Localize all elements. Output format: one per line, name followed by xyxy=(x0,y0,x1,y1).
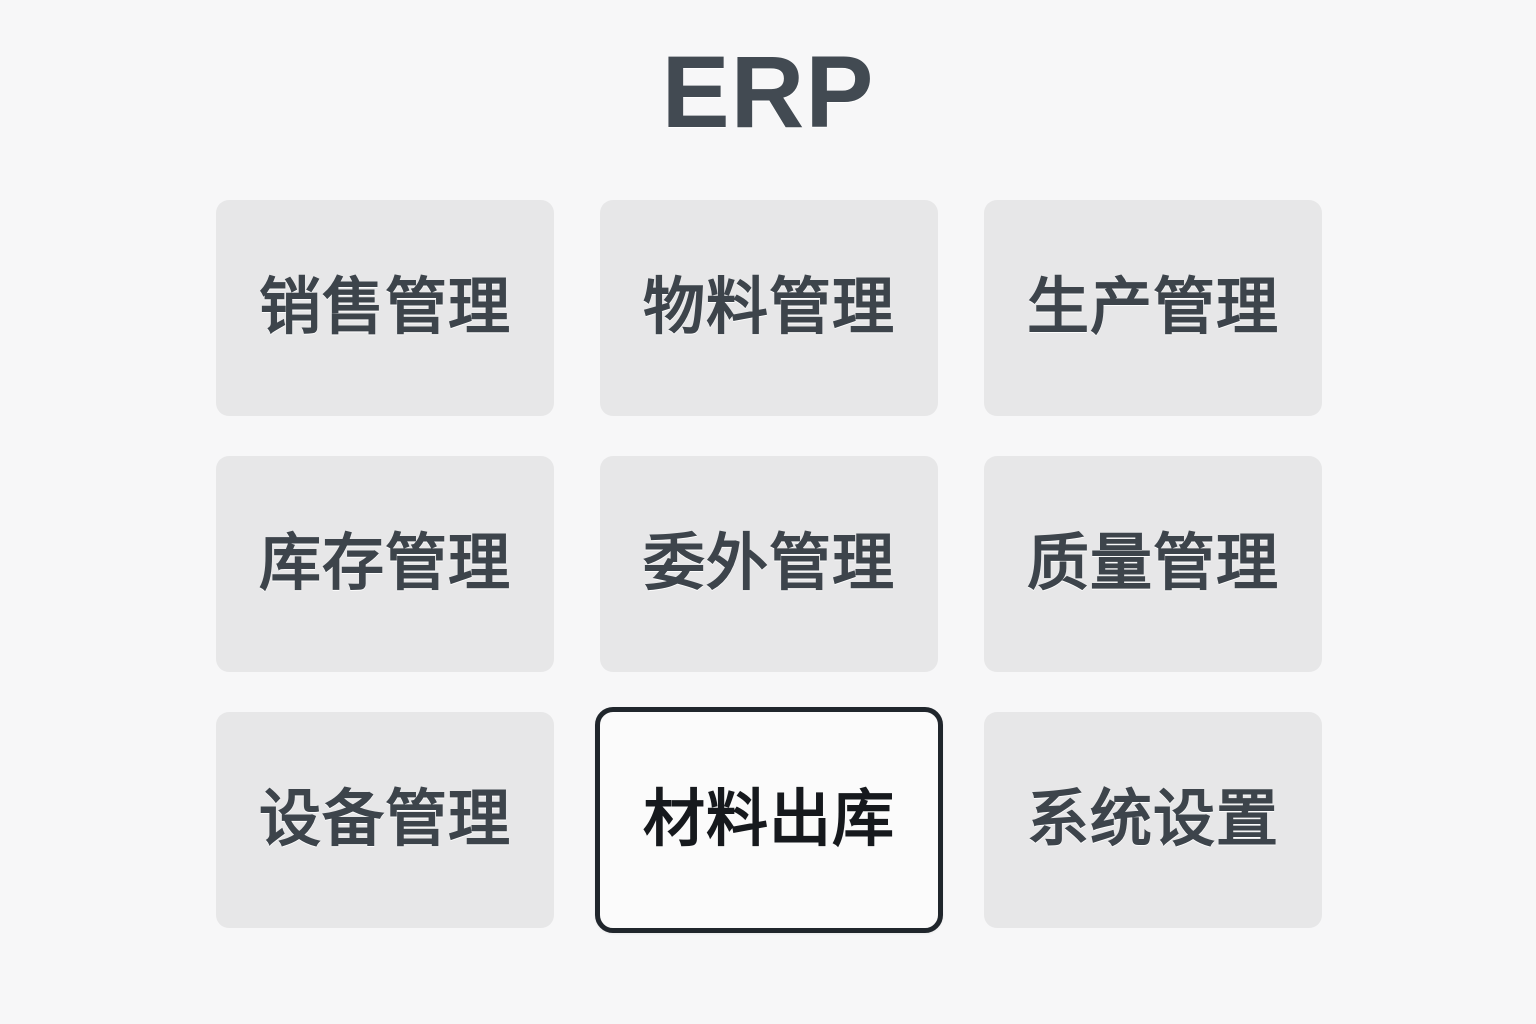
module-tile-label: 设备管理 xyxy=(258,785,511,854)
page-title: ERP xyxy=(661,35,875,149)
module-grid: 销售管理 物料管理 生产管理 库存管理 委外管理 质量管理 设备管理 材料出库 … xyxy=(216,200,1322,933)
module-tile-label: 材料出库 xyxy=(642,785,895,854)
module-tile-outsourcing-management[interactable]: 委外管理 xyxy=(600,456,938,672)
module-tile-label: 质量管理 xyxy=(1026,529,1279,598)
module-tile-label: 委外管理 xyxy=(642,529,895,598)
module-tile-label: 物料管理 xyxy=(642,273,895,342)
module-tile-production-management[interactable]: 生产管理 xyxy=(984,200,1322,416)
module-tile-quality-management[interactable]: 质量管理 xyxy=(984,456,1322,672)
module-tile-material-outbound[interactable]: 材料出库 xyxy=(595,707,943,933)
module-tile-system-settings[interactable]: 系统设置 xyxy=(984,712,1322,928)
module-tile-label: 库存管理 xyxy=(258,529,511,598)
module-tile-material-management[interactable]: 物料管理 xyxy=(600,200,938,416)
module-tile-label: 生产管理 xyxy=(1026,273,1279,342)
module-tile-label: 系统设置 xyxy=(1026,785,1279,854)
module-tile-sales-management[interactable]: 销售管理 xyxy=(216,200,554,416)
module-tile-inventory-management[interactable]: 库存管理 xyxy=(216,456,554,672)
module-tile-label: 销售管理 xyxy=(258,273,511,342)
module-tile-equipment-management[interactable]: 设备管理 xyxy=(216,712,554,928)
